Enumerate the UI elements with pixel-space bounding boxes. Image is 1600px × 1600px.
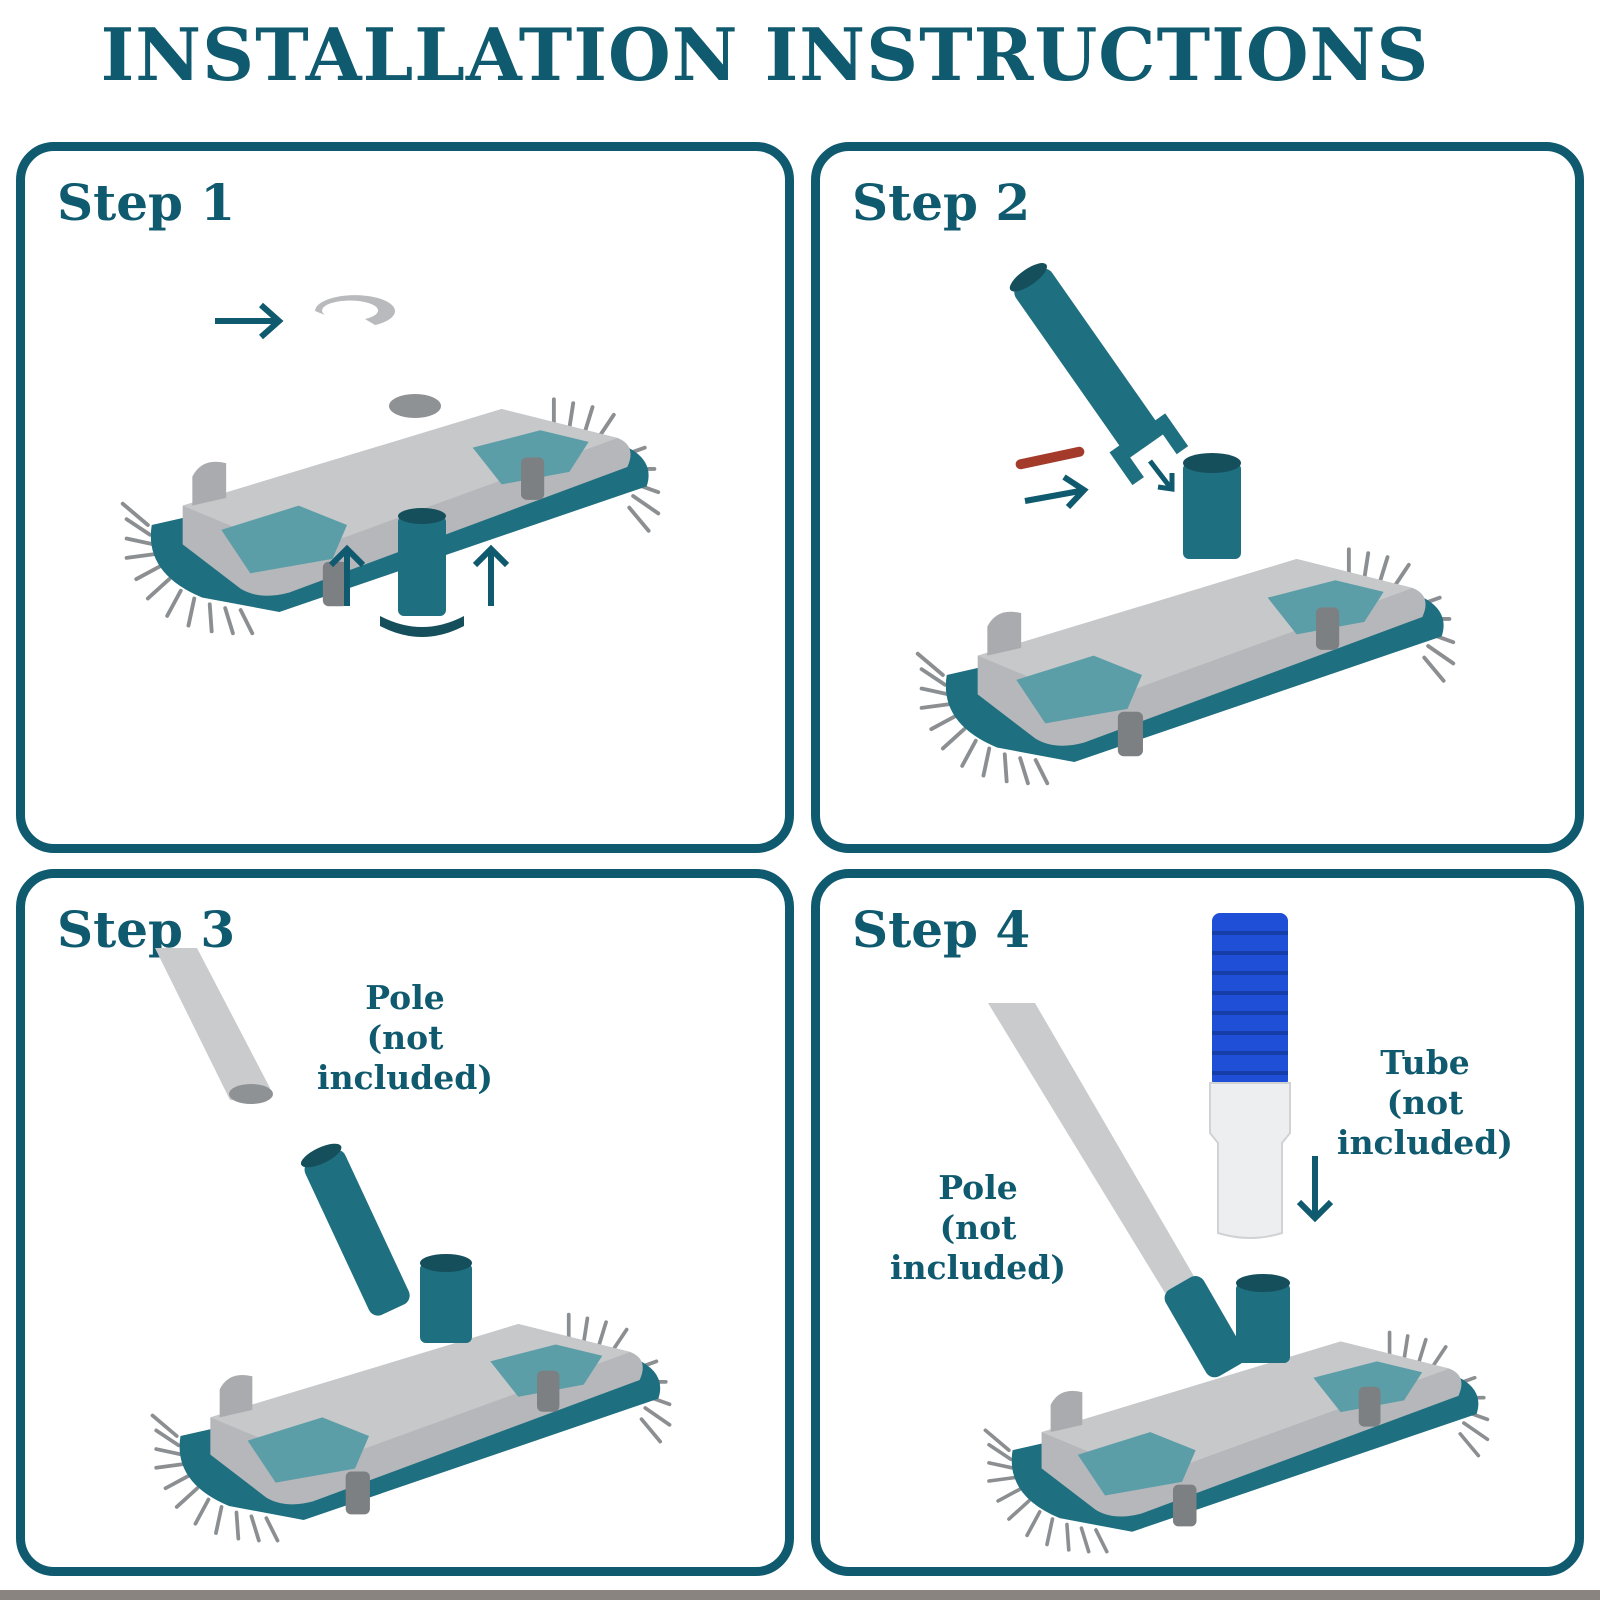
clip-ring (315, 295, 395, 325)
step-2-illustration (820, 151, 1575, 844)
arrow-down-right-icon (1150, 461, 1172, 489)
pin-part (1015, 446, 1086, 470)
step-1-panel: Step 1 (16, 142, 794, 853)
adapter-part (1236, 1283, 1290, 1363)
step-1-illustration (25, 151, 785, 844)
adapter-part (420, 1263, 472, 1343)
vacuum-head (152, 1315, 669, 1541)
arrow-right-icon (215, 305, 279, 337)
page-title: INSTALLATION INSTRUCTIONS (0, 12, 1530, 97)
step-2-panel: Step 2 (811, 142, 1584, 853)
arrow-down-icon (1299, 1156, 1331, 1218)
step-3-panel: Step 3 Pole (not included) (16, 869, 794, 1576)
handle-part (996, 251, 1188, 485)
pole-part (155, 948, 273, 1104)
head-port (389, 394, 441, 418)
pole-part (988, 1003, 1195, 1293)
handle-part (298, 1139, 413, 1319)
vacuum-head (918, 549, 1454, 783)
hose-part (1210, 913, 1290, 1238)
bottom-edge (0, 1590, 1600, 1600)
step-4-illustration (820, 878, 1575, 1567)
step-4-panel: Step 4 Tube (not included) Pole (not inc… (811, 869, 1584, 1576)
handle-part (1161, 1272, 1249, 1381)
arrow-right-icon (1025, 477, 1084, 507)
vacuum-head (123, 399, 659, 633)
adapter-part (1183, 453, 1241, 559)
step-3-illustration (25, 878, 785, 1567)
